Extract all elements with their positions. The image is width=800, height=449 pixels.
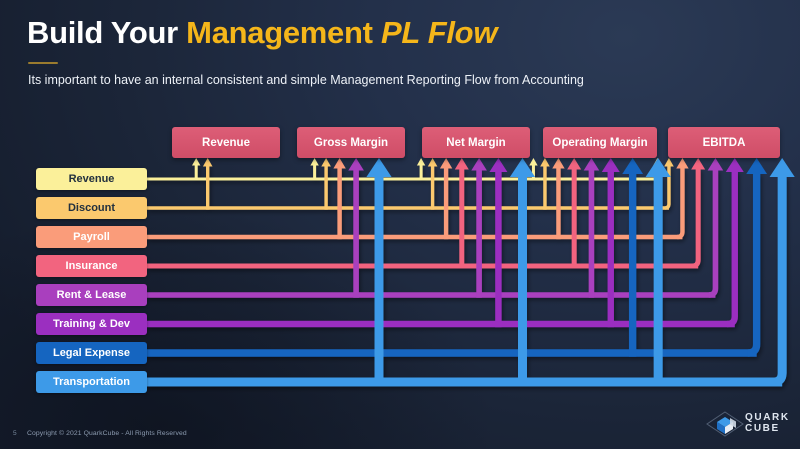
flow-arrowhead — [509, 158, 536, 177]
source-label-legal-expense[interactable]: Legal Expense — [36, 342, 147, 364]
logo-line-2: CUBE — [745, 423, 780, 434]
source-label-text: Transportation — [52, 376, 130, 388]
flow-line — [772, 176, 787, 387]
result-box-gross-margin[interactable]: Gross Margin — [297, 127, 405, 158]
flow-arrowhead — [552, 158, 565, 169]
source-label-rent-lease[interactable]: Rent & Lease — [36, 284, 147, 306]
flow-arrowhead — [583, 158, 600, 171]
flow-arrowhead — [427, 158, 438, 167]
title-accent: Management — [186, 15, 381, 50]
flow-line — [708, 169, 719, 298]
flow-arrowhead — [192, 158, 201, 166]
source-label-text: Payroll — [73, 231, 110, 243]
flow-arrowhead — [567, 158, 582, 170]
source-label-training-dev[interactable]: Training & Dev — [36, 313, 147, 335]
flow-arrowhead — [540, 158, 550, 167]
flow-line — [691, 168, 701, 269]
flow-line — [747, 173, 761, 357]
flow-arrowhead — [321, 158, 331, 167]
page-title: Build Your Management PL Flow — [27, 15, 498, 50]
quarkcube-logo-icon — [706, 411, 744, 437]
flow-arrowhead — [691, 158, 706, 170]
logo-line-1: QUARK — [745, 412, 790, 423]
result-box-operating-margin[interactable]: Operating Margin — [543, 127, 657, 158]
source-label-transportation[interactable]: Transportation — [36, 371, 147, 393]
flow-arrowhead — [601, 158, 620, 172]
flow-arrowhead — [664, 158, 674, 167]
flow-arrowhead — [645, 158, 671, 177]
flow-arrowhead — [333, 158, 346, 169]
flow-arrowhead — [529, 158, 538, 166]
flow-arrowhead — [489, 158, 508, 172]
flow-arrowhead — [416, 158, 426, 166]
flow-arrowhead — [622, 158, 644, 174]
result-box-ebitda[interactable]: EBITDA — [668, 127, 780, 158]
page-subtitle: Its important to have an internal consis… — [28, 73, 584, 87]
flow-line — [664, 165, 671, 210]
flow-line — [677, 167, 685, 240]
flow-arrowhead — [471, 158, 487, 171]
flow-arrowhead — [707, 158, 724, 171]
source-label-text: Legal Expense — [52, 347, 131, 359]
flow-arrowhead — [769, 158, 795, 177]
result-box-net-margin[interactable]: Net Margin — [422, 127, 530, 158]
result-box-label: Revenue — [202, 136, 250, 149]
source-label-text: Revenue — [68, 173, 115, 185]
result-box-revenue[interactable]: Revenue — [172, 127, 280, 158]
source-label-text: Insurance — [65, 260, 118, 272]
flow-arrowhead — [746, 158, 768, 174]
title-plain: Build Your — [27, 15, 187, 50]
flow-arrowhead — [454, 158, 469, 170]
flow-arrowhead — [366, 158, 392, 177]
source-label-revenue[interactable]: Revenue — [36, 168, 147, 190]
flow-arrowhead — [310, 158, 319, 166]
flow-paths-group — [147, 164, 787, 387]
title-accent-italic: PL Flow — [380, 15, 498, 50]
source-label-discount[interactable]: Discount — [36, 197, 147, 219]
source-label-payroll[interactable]: Payroll — [36, 226, 147, 248]
result-box-label: Operating Margin — [552, 136, 648, 149]
result-box-label: Gross Margin — [313, 136, 389, 149]
flow-line — [726, 171, 738, 328]
source-label-text: Training & Dev — [52, 318, 131, 330]
source-label-insurance[interactable]: Insurance — [36, 255, 147, 277]
flow-arrowhead — [725, 158, 744, 172]
flow-arrowhead — [439, 158, 453, 169]
flow-arrowhead — [676, 158, 689, 169]
result-box-label: Net Margin — [446, 136, 506, 149]
source-label-text: Discount — [67, 202, 116, 214]
title-underline-rule — [28, 62, 58, 64]
result-box-label: EBITDA — [702, 136, 746, 149]
quarkcube-logo-text: QUARK CUBE — [745, 412, 790, 434]
flow-arrowheads-group — [192, 158, 795, 177]
flow-arrowhead — [348, 158, 364, 171]
slide-number: 5 — [13, 430, 17, 437]
flow-arrowhead — [202, 158, 213, 167]
source-label-text: Rent & Lease — [56, 289, 127, 301]
copyright-notice: Copyright © 2021 QuarkCube - All Rights … — [27, 430, 187, 437]
